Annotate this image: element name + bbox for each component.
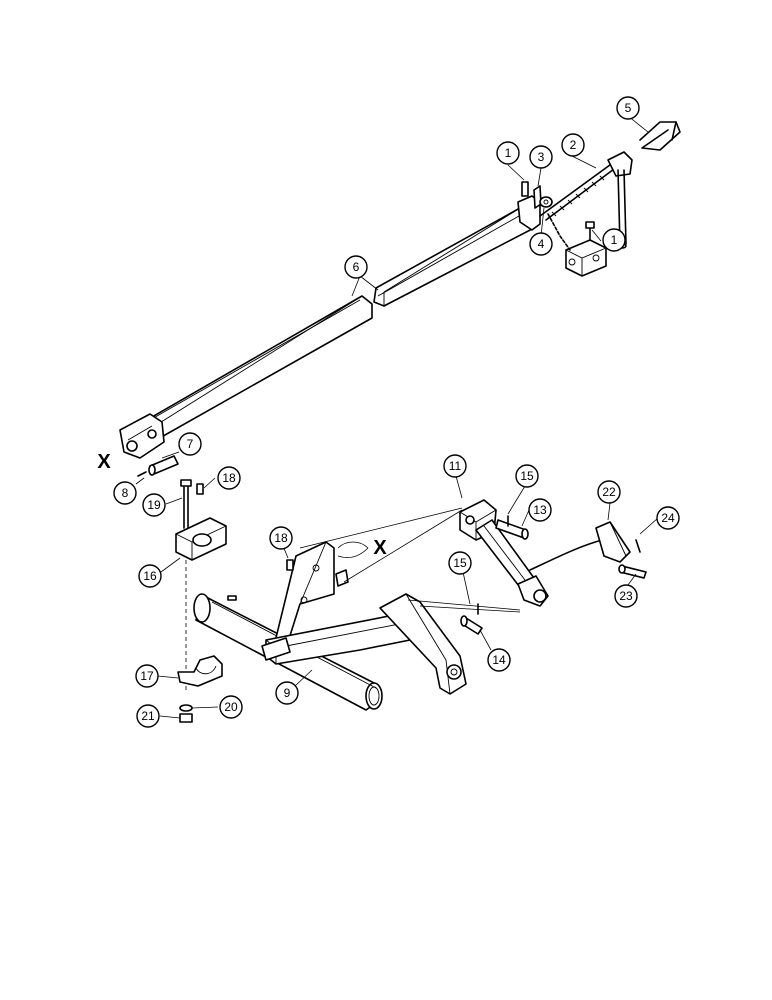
svg-text:17: 17 (140, 669, 154, 683)
svg-text:20: 20 (224, 700, 238, 714)
drawbar-tube (119, 195, 541, 459)
callout-19: 19 (142, 493, 166, 517)
svg-text:5: 5 (625, 101, 632, 115)
svg-text:18: 18 (274, 531, 288, 545)
callout-17: 17 (135, 664, 159, 688)
svg-text:16: 16 (143, 569, 157, 583)
callout-16: 16 (138, 564, 162, 588)
svg-text:1: 1 (611, 233, 618, 247)
hose-bracket (595, 521, 647, 579)
mount-pin (460, 515, 509, 635)
svg-text:2: 2 (570, 138, 577, 152)
callout-22: 22 (597, 480, 621, 504)
callout-11: 11 (443, 454, 467, 478)
callout-6: 6 (344, 255, 368, 279)
svg-text:21: 21 (141, 709, 155, 723)
bolt-washer-set (521, 181, 553, 209)
callout-1b: 1 (602, 228, 626, 252)
callout-4: 4 (529, 232, 553, 256)
callout-18: 18 (217, 466, 241, 490)
callout-24: 24 (656, 506, 680, 530)
svg-text:9: 9 (284, 686, 291, 700)
clamp-assembly (175, 479, 227, 723)
callout-8: 8 (113, 481, 137, 505)
main-frame (193, 541, 467, 711)
hitch-clip (639, 121, 681, 151)
svg-text:22: 22 (602, 485, 616, 499)
svg-text:6: 6 (353, 260, 360, 274)
svg-text:23: 23 (619, 589, 633, 603)
svg-text:24: 24 (661, 511, 675, 525)
callout-9: 9 (275, 681, 299, 705)
callout-3: 3 (529, 145, 553, 169)
setscrew (286, 559, 294, 571)
svg-text:11: 11 (449, 459, 462, 473)
svg-text:18: 18 (222, 471, 236, 485)
svg-text:14: 14 (492, 653, 506, 667)
jack-stand (539, 151, 633, 277)
svg-text:13: 13 (533, 503, 547, 517)
callout-5: 5 (616, 96, 640, 120)
callout-21: 21 (136, 704, 160, 728)
svg-text:7: 7 (187, 437, 194, 451)
svg-text:8: 8 (122, 486, 129, 500)
clevis-pin (137, 455, 179, 477)
callout-7: 7 (178, 432, 202, 456)
svg-text:15: 15 (453, 556, 467, 570)
callout-1: 1 (496, 141, 520, 165)
svg-text:4: 4 (538, 237, 545, 251)
reference-mark-x-upper: X (97, 451, 111, 473)
svg-text:15: 15 (520, 469, 534, 483)
callout-18b: 18 (269, 526, 293, 550)
reference-lines (299, 507, 521, 613)
callout-23: 23 (614, 584, 638, 608)
callout-15: 15 (515, 464, 539, 488)
callout-2: 2 (561, 133, 585, 157)
leader-lines (135, 115, 659, 719)
svg-text:19: 19 (147, 498, 161, 512)
callout-13: 13 (528, 498, 552, 522)
reference-mark-x-lower: X (373, 537, 387, 559)
svg-text:1: 1 (505, 146, 512, 160)
callout-20: 20 (219, 695, 243, 719)
callout-14: 14 (487, 648, 511, 672)
hydraulic-cylinder (459, 499, 603, 607)
callout-15b: 15 (448, 551, 472, 575)
svg-text:3: 3 (538, 150, 545, 164)
